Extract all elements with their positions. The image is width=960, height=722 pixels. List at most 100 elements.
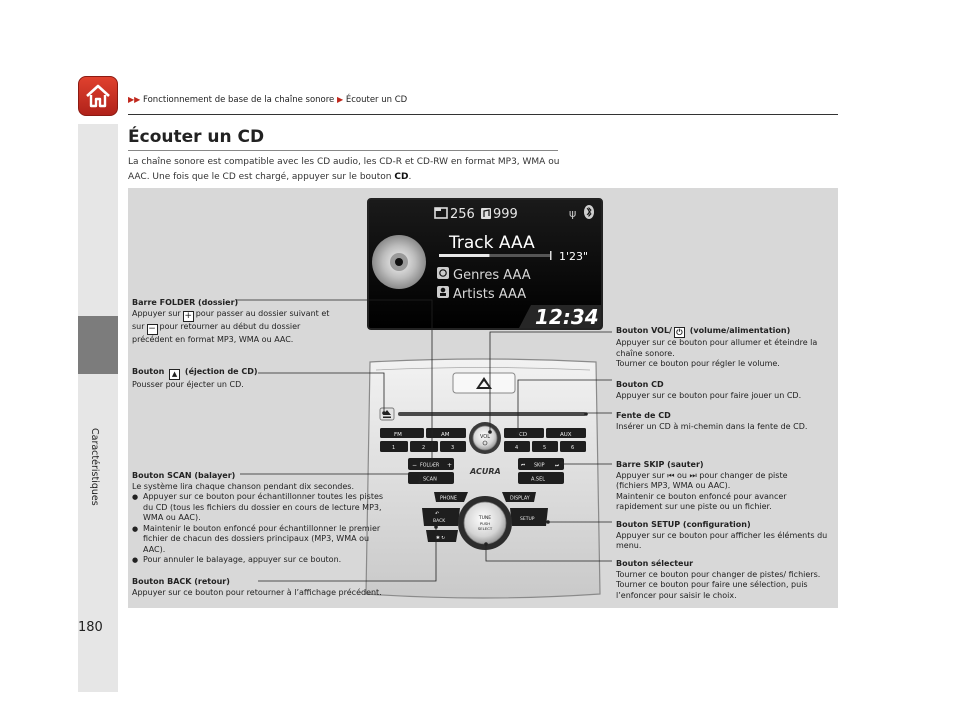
asel-label: A.SEL [531,477,545,483]
sidebar [78,124,118,692]
intro-cd-bold: CD [394,172,409,182]
vol-label: VOL [480,434,490,440]
callout-vol-t1: Bouton VOL/ [616,326,672,335]
callout-cd-slot: Fente de CD Insérer un CD à mi-chemin da… [616,411,832,432]
callout-skip-l1b: ou [677,470,687,480]
preset-6-button[interactable] [560,441,586,452]
breadcrumb-arrow-icon: ▶▶ [128,95,141,104]
mode-button[interactable]: ✱ ↻ [426,530,458,542]
callout-folder-l1a: Appuyer sur [132,308,181,318]
scan-button[interactable]: SCAN [408,472,454,484]
sidebar-section-tab[interactable] [78,316,118,374]
callout-eject-l1: Pousser pour éjecter un CD. [132,380,244,389]
cd-disc-icon [372,235,426,289]
am-label: AM [441,432,450,438]
elapsed-time: 1'23" [559,250,588,263]
console-bezel [365,358,601,599]
skip-back-icon: ⏮ [521,464,525,469]
callout-vol-l2: Tourner ce bouton pour régler le volume. [616,359,780,368]
callout-folder-l2b: pour retourner au début du dossier [159,321,301,331]
callout-cd-button: Bouton CD Appuyer sur ce bouton pour fai… [616,380,832,401]
callout-selector-l1: Tourner ce bouton pour changer de pistes… [616,569,821,600]
home-button[interactable] [78,76,118,116]
minus-icon: − [146,323,158,335]
callout-skip-title: Barre SKIP (sauter) [616,460,704,469]
genre-label: Genres AAA [453,268,531,283]
folder-count: 256 [450,207,475,222]
back-label: BACK [433,518,446,524]
volume-power-knob[interactable]: VOL [469,422,501,454]
hazard-button[interactable] [452,372,516,394]
am-button[interactable]: AM [426,428,466,438]
preset-3-button[interactable] [440,441,466,452]
page-title: Écouter un CD [128,127,265,147]
display-button[interactable]: DISPLAY [502,492,536,502]
intro-text: La chaîne sonore est compatible avec les… [128,157,560,182]
callout-slot-l1: Insérer un CD à mi-chemin dans la fente … [616,421,808,431]
aux-button[interactable]: AUX [546,428,586,438]
callout-back-title: Bouton BACK (retour) [132,577,230,586]
brand-logo: ACURA [469,467,501,476]
skip-bar[interactable]: ⏮ SKIP ⏭ [518,458,564,470]
home-icon [86,84,110,108]
skip-forward-icon: ⏭ [555,464,559,469]
callout-setup-l1: Appuyer sur ce bouton pour afficher les … [616,530,828,551]
cd-button[interactable]: CD [504,428,544,438]
music-note-icon [481,208,491,219]
artist-label: Artists AAA [453,287,526,302]
callout-scan: Bouton SCAN (balayer) Le système lira ch… [132,471,392,566]
breadcrumb-link-basic-operation[interactable]: Fonctionnement de base de la chaîne sono… [143,95,335,105]
track-count: 999 [493,207,518,222]
power-icon: ⏻ [673,327,685,338]
phone-button[interactable]: PHONE [434,492,468,502]
back-button[interactable]: ↶ BACK [422,508,460,526]
eject-icon: ▲ [169,369,181,380]
intro-paragraph: La chaîne sonore est compatible avec les… [128,155,568,185]
select-label: SELECT [478,526,493,531]
breadcrumb-current: Écouter un CD [345,95,408,105]
preset-3-label: 3 [451,445,454,451]
callout-scan-bullet-3: Pour annuler le balayage, appuyer sur ce… [132,555,392,566]
header-rule [128,114,838,115]
folder-label: FOLDER [420,463,440,469]
eject-button[interactable] [379,407,395,421]
progress-end-marker [550,251,552,260]
progress-fill [439,254,490,257]
screen-graphic: 256 999 ψ Track AAA 1'23" Genres AAA [369,200,601,328]
callout-cd-l1: Appuyer sur ce bouton pour faire jouer u… [616,390,802,400]
breadcrumb-arrow-icon: ▶ [337,95,344,104]
artist-icon [437,286,449,298]
tune-label: TUNE [478,515,491,521]
setup-button[interactable]: SETUP [510,508,548,526]
callout-scan-title: Bouton SCAN (balayer) [132,471,236,480]
preset-4-button[interactable] [504,441,530,452]
callout-eject-t1: Bouton [132,367,165,376]
selector-knob[interactable]: TUNE PUSH SELECT [458,496,512,550]
page-number: 180 [78,620,103,635]
callout-folder-l2a: sur [132,321,145,331]
bluetooth-icon [584,205,594,219]
fm-button[interactable]: FM [380,428,424,438]
cd-slot[interactable] [398,412,586,416]
callout-vol-l1: Appuyer sur ce bouton pour allumer et ét… [616,338,818,358]
callout-scan-bullet-1: Appuyer sur ce bouton pour échantillonne… [132,492,392,524]
power-icon [482,440,488,446]
breadcrumb: ▶▶ Fonctionnement de base de la chaîne s… [128,95,407,105]
sidebar-section-label: Caractéristiques [89,428,100,506]
setup-label: SETUP [520,516,535,522]
preset-5-button[interactable] [532,441,558,452]
callout-scan-bullet-2: Maintenir le bouton enfoncé pour échanti… [132,524,392,556]
track-title: Track AAA [448,233,535,253]
folder-plus-icon: + [447,462,452,469]
audio-head-unit: VOL FM AM CD AUX 1 2 [364,358,602,602]
asel-button[interactable]: A.SEL [518,472,564,484]
callout-folder-bar: Barre FOLDER (dossier) Appuyer sur+pour … [132,298,362,345]
callout-skip-l1a: Appuyer sur [616,470,665,480]
callout-skip-bar: Barre SKIP (sauter) Appuyer sur ⏮ ou ⏭ p… [616,460,832,513]
preset-5-label: 5 [543,445,546,451]
folder-bar[interactable]: − FOLDER + [408,458,454,470]
callout-eject-t2: (éjection de CD) [184,367,258,376]
callout-skip-l1c: pour changer de piste [699,470,788,480]
folder-icon [434,207,448,219]
callout-slot-title: Fente de CD [616,411,671,420]
